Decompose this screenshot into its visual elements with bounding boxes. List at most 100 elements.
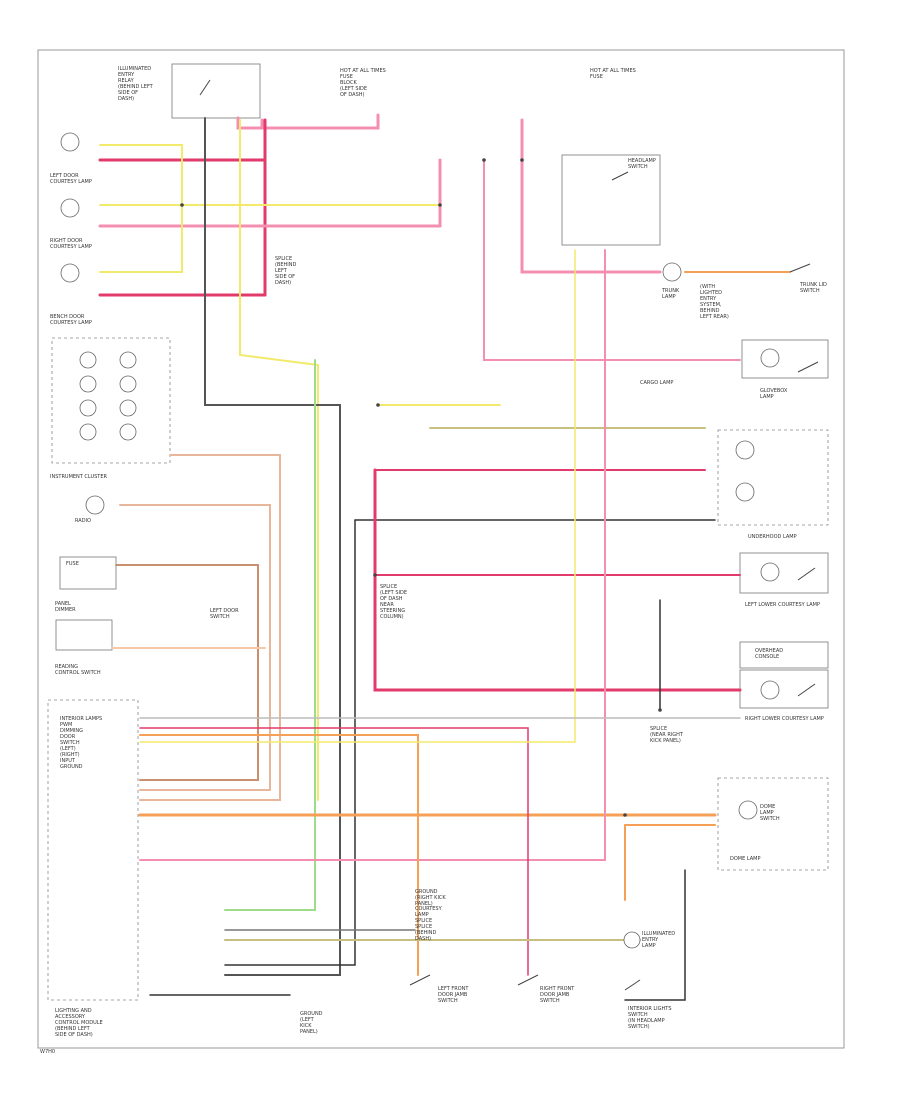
dot	[180, 203, 184, 207]
label-line: TRUNK	[661, 288, 680, 294]
label-line: COURTESY LAMP	[50, 244, 92, 250]
label-line: STEERING	[380, 608, 405, 614]
label-line: (NEAR RIGHT	[650, 732, 684, 738]
lamps	[60, 132, 780, 949]
switch-trunk-lid	[789, 263, 811, 273]
wire-green	[224, 359, 316, 911]
label-line: LIGHTING AND	[55, 1008, 92, 1014]
label-line: FUSE	[340, 74, 353, 80]
label-cargo-lamp: CARGO LAMP	[640, 380, 673, 386]
footer-code: W7H0	[40, 1049, 55, 1055]
label-line: NEAR	[380, 602, 394, 608]
label-line: LEFT FRONT	[438, 986, 469, 992]
label-line: (WITH	[700, 284, 715, 290]
label-line: SWITCH	[628, 164, 648, 170]
switch-overhead	[624, 979, 641, 991]
wires	[98, 113, 791, 1001]
wire-pink-trunk	[520, 118, 662, 274]
switch-glovebox	[797, 361, 819, 373]
label-line: DIMMING	[60, 728, 83, 734]
label-line: LEFT REAR)	[700, 314, 729, 320]
wire-pink-top	[260, 113, 380, 130]
label-line: GROUND	[60, 764, 83, 770]
label-line: TRUNK LID	[799, 282, 827, 288]
wire-tan-radio	[119, 504, 271, 791]
label-line: (BEHIND LEFT	[55, 1026, 91, 1032]
label-line: SPLICE	[415, 918, 432, 924]
label-line: ENTRY	[118, 72, 135, 78]
label-line: SIDE OF DASH)	[55, 1032, 93, 1038]
label-line: COURTESY LAMP	[50, 179, 92, 185]
label-line: (LEFT)	[60, 746, 76, 752]
lamp-cluster-6	[119, 399, 137, 417]
wire-yellow-ldoor	[99, 144, 183, 273]
label-line: RIGHT FRONT	[540, 986, 575, 992]
lamp-cluster-1	[79, 351, 97, 369]
dot	[376, 403, 380, 407]
label-line: OF DASH)	[340, 92, 365, 98]
label-line: SWITCH)	[628, 1024, 650, 1030]
label-line: DASH)	[275, 280, 291, 286]
overhead-console-box	[717, 777, 829, 871]
lamp-right-door	[60, 198, 80, 218]
underhood-lamp-box	[717, 429, 829, 526]
label-line: SPLICE	[380, 584, 397, 590]
label-line: PWM	[60, 722, 72, 728]
wire-tan-cluster	[139, 454, 281, 801]
wire-tan-fuse	[115, 564, 259, 781]
wire-black-ground	[224, 519, 356, 966]
label-line: DASH)	[415, 936, 431, 942]
label-line: INPUT	[60, 758, 76, 764]
wire-orange-lfdoor	[139, 734, 419, 976]
lamp-cluster-2	[119, 351, 137, 369]
label-line: HOT AT ALL TIMES	[340, 68, 386, 74]
label-line: SPLICE	[415, 924, 432, 930]
label-line: DOOR	[60, 734, 76, 740]
wire-black-overhead	[624, 869, 686, 1001]
label-line: ACCESSORY	[55, 1014, 86, 1020]
label-left-lower-courtesy: LEFT LOWER COURTESY LAMP	[745, 602, 820, 608]
label-line: SWITCH	[540, 998, 560, 1004]
lamp-glovebox	[760, 348, 780, 368]
switch-right-lower	[797, 683, 816, 697]
label-line: GROUND	[415, 889, 438, 895]
label-line: RADIO	[75, 518, 91, 524]
reading-switch-box	[55, 619, 113, 651]
label-line: LAMP	[760, 810, 774, 816]
label-line: BEHIND	[700, 308, 720, 314]
diagram-frame	[37, 49, 845, 1049]
label-line: SYSTEM,	[700, 302, 722, 308]
label-line: HOT AT ALL TIMES	[590, 68, 636, 74]
label-underhood-lamp: UNDERHOOD LAMP	[748, 534, 797, 540]
label-line: LEFT LOWER COURTESY LAMP	[745, 602, 820, 608]
label-line: LIGHTED	[700, 290, 722, 296]
lamp-bench	[60, 263, 80, 283]
label-line: ENTRY	[700, 296, 717, 302]
label-line: LAMP	[760, 394, 774, 400]
label-line: GROUND	[300, 1011, 323, 1017]
label-line: SIDE OF	[275, 274, 295, 280]
connection-dots	[180, 158, 662, 817]
label-line: SPLICE	[650, 726, 667, 732]
label-line: DOOR JAMB	[438, 992, 468, 998]
label-line: RIGHT LOWER COURTESY LAMP	[745, 716, 824, 722]
lamp-underhood-2	[735, 482, 755, 502]
label-line: READING	[55, 664, 78, 670]
switch-relay	[199, 79, 211, 96]
label-fuse-block2: FUSE	[66, 561, 79, 567]
lamp-cluster-7	[79, 423, 97, 441]
lamp-radio	[85, 495, 105, 515]
glovebox-lamp-box	[741, 339, 829, 379]
